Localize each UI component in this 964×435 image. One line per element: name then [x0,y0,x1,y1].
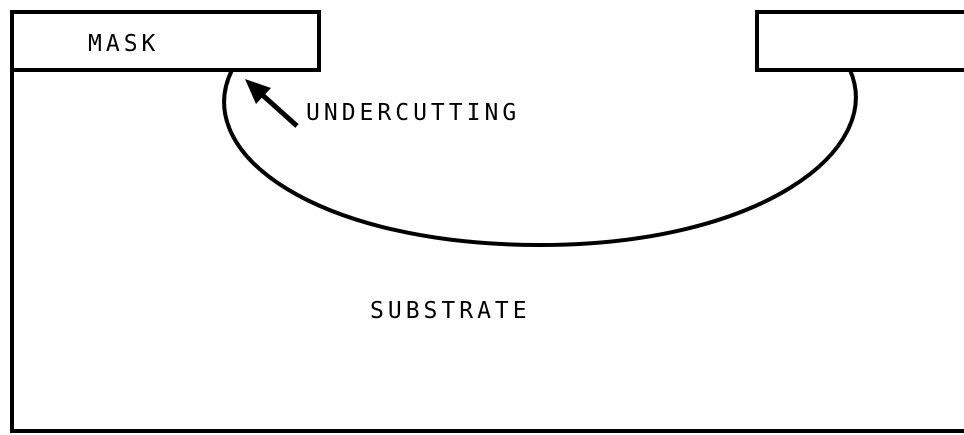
etch-cavity [222,69,858,248]
substrate-outline [10,70,964,433]
mask-label: MASK [88,31,159,57]
undercutting-label: UNDERCUTTING [306,100,520,126]
undercut-arrow-head [245,79,271,104]
substrate-label: SUBSTRATE [370,298,531,324]
mask-right [755,10,964,72]
undercut-arrow-shaft [256,89,299,128]
mask-left [10,10,321,72]
